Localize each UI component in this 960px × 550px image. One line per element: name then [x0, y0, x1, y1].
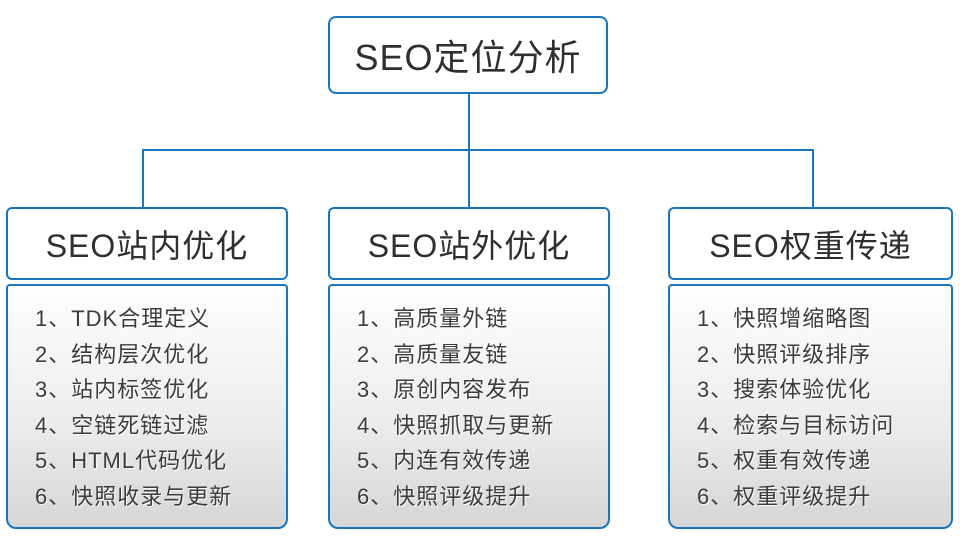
list-item: 3、搜索体验优化	[697, 377, 872, 402]
list-item: 6、快照收录与更新	[35, 483, 233, 509]
connector-horizontal-line	[142, 149, 814, 151]
list-item: 2、高质量友链	[357, 341, 509, 367]
list-item: 3、站内标签优化	[35, 377, 210, 402]
branch-header-offsite-optimization: SEO站外优化	[328, 207, 610, 280]
list-item: 2、结构层次优化	[35, 341, 210, 367]
branch-header-onsite-optimization: SEO站内优化	[6, 207, 288, 280]
list-item: 5、内连有效传递	[357, 448, 532, 473]
list-item: 3、原创内容发布	[357, 377, 532, 402]
list-item: 5、权重有效传递	[697, 448, 872, 473]
list-item: 5、HTML代码优化	[35, 448, 228, 473]
list-item: 4、检索与目标访问	[697, 412, 895, 438]
connector-left-drop-line	[142, 149, 144, 208]
branch-header-label: SEO站外优化	[367, 227, 571, 264]
list-item: 2、快照评级排序	[697, 341, 872, 367]
root-node-seo-positioning-analysis: SEO定位分析	[328, 16, 608, 94]
branch-header-label: SEO站内优化	[45, 227, 249, 264]
root-node-label: SEO定位分析	[354, 37, 582, 78]
list-item: 1、TDK合理定义	[35, 306, 211, 331]
branch-list-offsite-optimization: 1、高质量外链 2、高质量友链 3、原创内容发布 4、快照抓取与更新 5、内连有…	[328, 284, 610, 529]
list-item: 4、快照抓取与更新	[357, 412, 555, 438]
branch-list-onsite-optimization: 1、TDK合理定义 2、结构层次优化 3、站内标签优化 4、空链死链过滤 5、H…	[6, 284, 288, 529]
list-item: 1、快照增缩略图	[697, 306, 872, 331]
branch-header-label: SEO权重传递	[709, 227, 912, 264]
branch-list-weight-transfer: 1、快照增缩略图 2、快照评级排序 3、搜索体验优化 4、检索与目标访问 5、权…	[668, 284, 953, 529]
list-item: 4、空链死链过滤	[35, 412, 210, 438]
list-item: 1、高质量外链	[357, 306, 509, 331]
connector-right-drop-line	[812, 149, 814, 208]
branch-header-weight-transfer: SEO权重传递	[668, 207, 953, 280]
list-item: 6、权重评级提升	[697, 483, 872, 509]
list-item: 6、快照评级提升	[357, 483, 532, 509]
